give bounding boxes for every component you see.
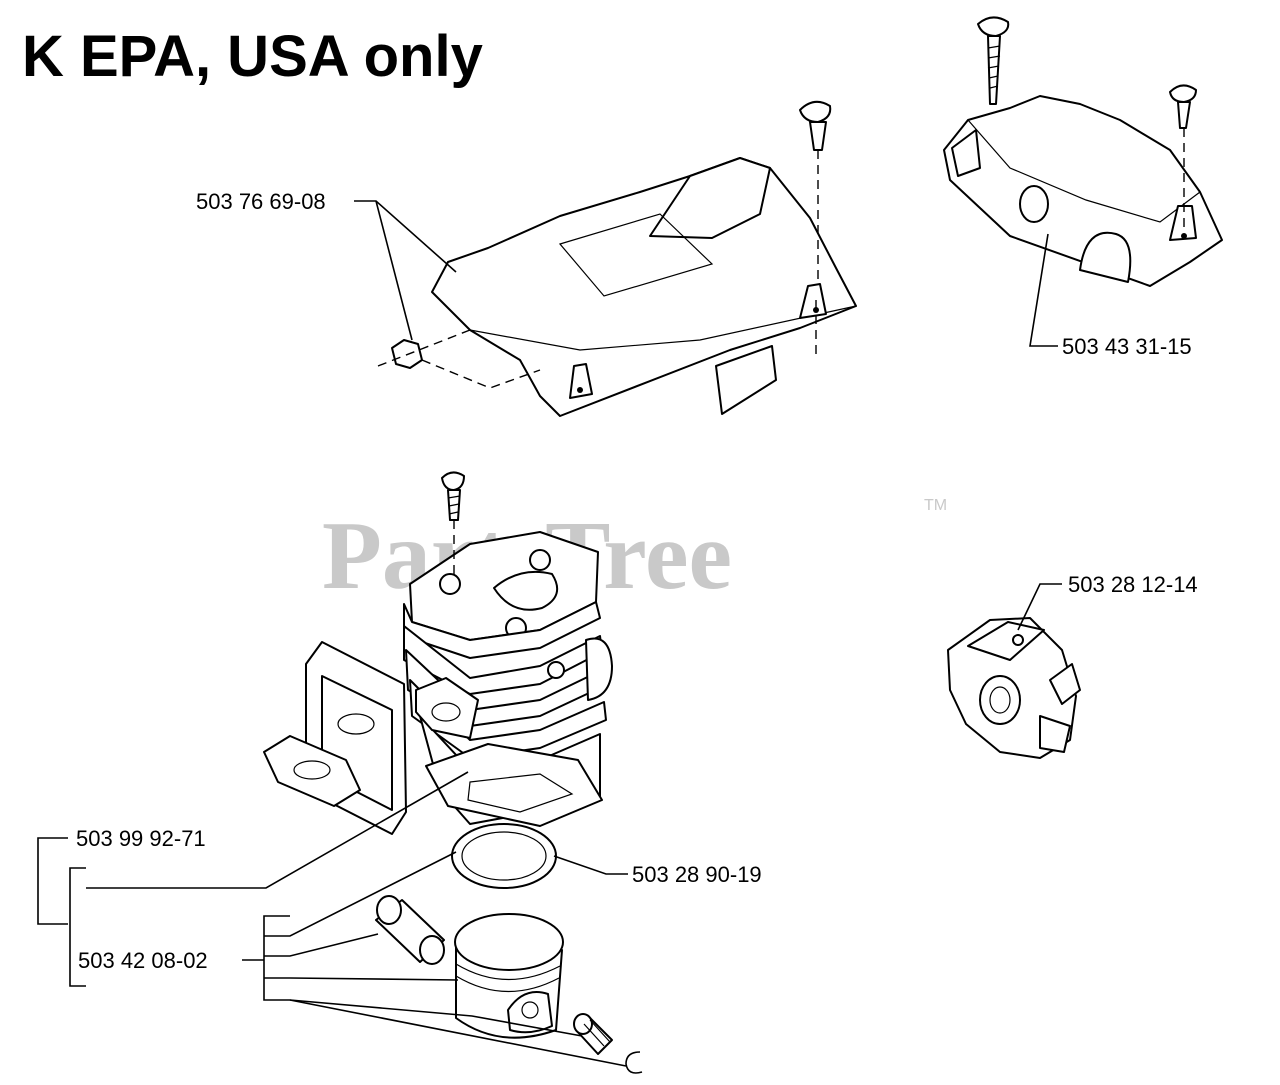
- cylinder-drawing: [403, 531, 613, 827]
- cover-screw-drawing: [799, 100, 832, 280]
- label-piston-kit-part: 503 42 08-02: [78, 948, 208, 973]
- label-cylinder-kit-part: 503 99 92-71: [76, 826, 206, 851]
- label-chain-cover-part: 503 43 31-15: [1062, 334, 1192, 359]
- label-carburetor-part: 503 28 12-14: [1068, 572, 1198, 597]
- chain-cover-short-screw-drawing: [1169, 84, 1197, 232]
- piston-pin-drawing: [375, 895, 445, 965]
- circlip-drawing: [625, 1051, 643, 1074]
- chain-cover-long-screw-drawing: [977, 16, 1010, 105]
- part-labels: 503 76 69-08 503 43 31-15 503 28 12-14 5…: [76, 189, 1198, 973]
- ring-gasket-drawing: [451, 823, 557, 889]
- needle-bearing-drawing: [573, 1013, 613, 1055]
- leader-lines: [37, 200, 1062, 1067]
- carburetor-drawing: [947, 617, 1081, 759]
- diagram-title: K EPA, USA only: [22, 24, 483, 89]
- cylinder-bolt-drawing: [441, 471, 465, 576]
- watermark-tm: TM: [924, 497, 947, 514]
- chain-cover-drawing: [943, 95, 1223, 287]
- label-gasket-ring-part: 503 28 90-19: [632, 862, 762, 887]
- label-cover-part: 503 76 69-08: [196, 189, 326, 214]
- piston-drawing: [454, 913, 564, 1039]
- top-cover-drawing: [377, 157, 857, 417]
- exhaust-gasket-drawing: [263, 641, 407, 835]
